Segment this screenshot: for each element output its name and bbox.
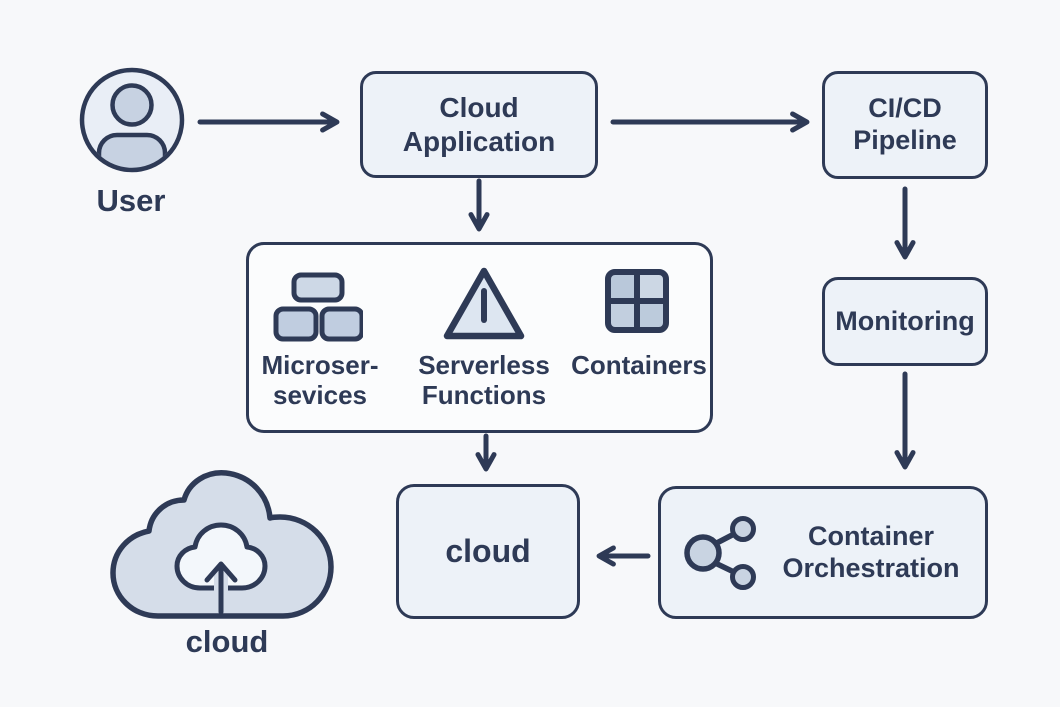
- cloud-application-label: Cloud Application: [402, 92, 556, 157]
- cloud-upload-icon: [110, 470, 334, 619]
- container-orchestration-label: Container Orchestration: [782, 520, 960, 583]
- cicd-pipeline-label: CI/CD Pipeline: [853, 93, 957, 155]
- user-avatar-icon: [79, 67, 185, 173]
- microservices-label-line2: sevices: [273, 380, 367, 411]
- node-cicd-pipeline: CI/CD Pipeline: [822, 71, 988, 179]
- cloud-target-label: cloud: [445, 532, 531, 569]
- microservices-blocks-icon: [273, 272, 363, 342]
- microservices-label: Microser- sevices: [250, 350, 390, 410]
- containers-label-line1: Containers: [571, 350, 707, 380]
- user-label: User: [96, 183, 166, 218]
- cloud-storage-label: cloud: [185, 624, 269, 659]
- node-cloud-target: cloud: [396, 484, 580, 619]
- containers-grid-icon: [605, 269, 669, 333]
- microservices-label-line1: Microser-: [261, 350, 379, 380]
- share-network-icon: [684, 515, 756, 590]
- containers-label: Containers: [569, 350, 709, 380]
- serverless-label-line1: Serverless: [418, 350, 550, 380]
- node-monitoring: Monitoring: [822, 277, 988, 366]
- node-cloud-application: Cloud Application: [360, 71, 598, 178]
- node-container-orchestration: Container Orchestration: [658, 486, 988, 619]
- serverless-label-line2: Functions: [421, 380, 547, 411]
- monitoring-label: Monitoring: [835, 305, 975, 336]
- serverless-functions-label: Serverless Functions: [414, 350, 554, 410]
- warning-triangle-icon: [443, 267, 525, 340]
